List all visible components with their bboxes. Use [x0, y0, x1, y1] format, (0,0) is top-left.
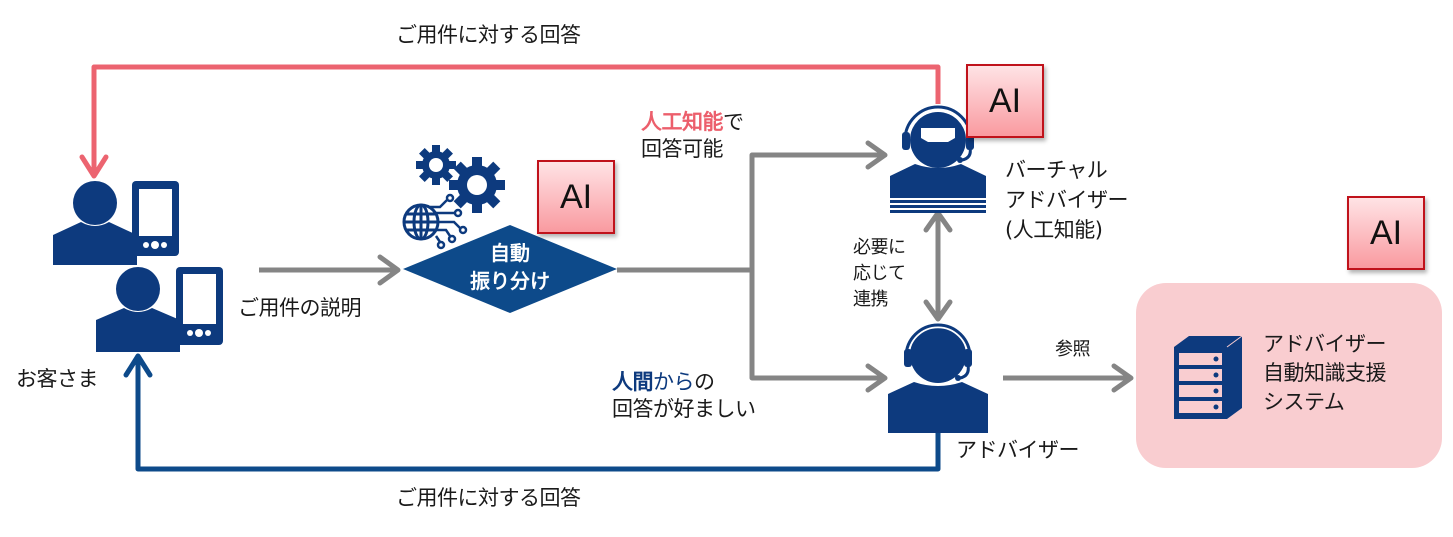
customer-bottom-icon [96, 267, 223, 352]
knowledge-system-line3: システム [1263, 390, 1345, 414]
virtual-advisor-line3: (人工知能) [1005, 218, 1103, 242]
explain-request-label: ご用件の説明 [238, 296, 362, 320]
routing-label-line2: 振り分け [470, 269, 550, 293]
human-preferred-label: 人間からの 回答が好ましい [612, 369, 756, 423]
collaboration-line3: 連携 [853, 289, 888, 310]
routing-diamond [403, 225, 617, 313]
collaboration-label: 必要に 応じて 連携 [853, 235, 906, 313]
arrowhead-to-virtual-advisor [865, 140, 888, 170]
human-preferred-suffix: の [694, 370, 715, 394]
ai-answerable-suffix: で [723, 110, 744, 134]
ai-badge-knowledge-system: AI [1347, 196, 1425, 270]
virtual-advisor-line2: アドバイザー [1005, 188, 1129, 212]
advisor-icon [888, 323, 988, 433]
advisor-label: アドバイザー [956, 438, 1080, 462]
human-preferred-line2: 回答が好ましい [612, 397, 756, 421]
red-arrowhead [79, 154, 109, 179]
top-response-label: ご用件に対する回答 [396, 23, 581, 47]
reference-arrow [1003, 363, 1134, 393]
human-preferred-highlight: 人間 [612, 370, 654, 394]
human-preferred-mid: から [653, 370, 695, 394]
bottom-response-label: ご用件に対する回答 [396, 486, 581, 510]
customer-label: お客さま [16, 367, 99, 391]
branch-connector [617, 140, 888, 393]
bottom-response-connector [123, 353, 941, 472]
routing-label-line1: 自動 [490, 241, 530, 265]
gears-globe-circuit-icon [402, 145, 505, 250]
top-response-connector [79, 64, 941, 179]
routing-label: 自動 振り分け [440, 239, 580, 295]
virtual-advisor-line1: バーチャル [1005, 158, 1108, 182]
collaboration-line2: 応じて [853, 263, 906, 284]
virtual-advisor-label: バーチャル アドバイザー (人工知能) [1005, 155, 1129, 245]
collaboration-line1: 必要に [853, 237, 906, 258]
ai-answerable-highlight: 人工知能 [641, 110, 724, 134]
ai-answerable-label: 人工知能で 回答可能 [641, 109, 744, 163]
knowledge-system-label: アドバイザー 自動知識支援 システム [1263, 330, 1387, 417]
ai-answerable-line2: 回答可能 [641, 137, 724, 161]
knowledge-system-line1: アドバイザー [1263, 332, 1387, 356]
arrowhead-to-advisor [865, 363, 888, 393]
navy-arrowhead [123, 353, 153, 378]
server-icon [1174, 335, 1243, 419]
reference-label: 参照 [1055, 339, 1091, 360]
ai-badge-virtual-advisor: AI [966, 64, 1044, 138]
knowledge-system-line2: 自動知識支援 [1263, 361, 1387, 385]
ai-badge-routing: AI [537, 160, 615, 234]
virtual-advisor-icon [890, 105, 986, 213]
collaboration-arrow [923, 210, 953, 322]
explain-arrow [259, 254, 401, 286]
customer-top-icon [53, 181, 179, 265]
